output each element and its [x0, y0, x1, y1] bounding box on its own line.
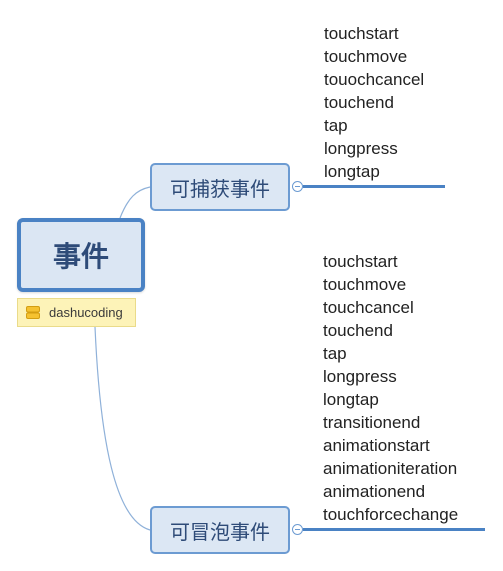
branch-node-capture-events[interactable]: 可捕获事件 — [150, 163, 290, 211]
tag-label: dashucoding — [49, 305, 123, 320]
branch-label: 可冒泡事件 — [170, 519, 270, 544]
branch-label: 可捕获事件 — [170, 176, 270, 201]
leaf-item[interactable]: animationend — [323, 482, 426, 501]
leaf-item[interactable]: tap — [323, 344, 347, 363]
leaf-item[interactable]: touchend — [323, 321, 393, 340]
leaf-list-bubble-events: touchstart touchmove touchcancel touchen… — [323, 250, 458, 526]
leaf-item[interactable]: touchend — [324, 93, 394, 112]
leaf-item[interactable]: longpress — [324, 139, 398, 158]
leaf-list-capture-events: touchstart touchmove touochcancel touche… — [324, 22, 424, 183]
collapse-toggle-icon[interactable] — [292, 181, 303, 192]
leaf-item[interactable]: tap — [324, 116, 348, 135]
branch-node-bubble-events[interactable]: 可冒泡事件 — [150, 506, 290, 554]
leaf-item[interactable]: touchstart — [324, 24, 399, 43]
leaf-item[interactable]: longpress — [323, 367, 397, 386]
connector-root-to-branch-2 — [94, 326, 151, 531]
collapse-toggle-icon[interactable] — [292, 524, 303, 535]
leaf-item[interactable]: longtap — [323, 390, 379, 409]
leaf-item[interactable]: touchmove — [324, 47, 408, 66]
leaf-item[interactable]: touchforcechange — [323, 505, 459, 524]
root-tag[interactable]: dashucoding — [17, 298, 136, 327]
leaf-item[interactable]: touochcancel — [324, 70, 425, 89]
leaf-item[interactable]: animationiteration — [323, 459, 458, 478]
leaf-item[interactable]: touchmove — [323, 275, 407, 294]
leaf-item[interactable]: animationstart — [323, 436, 430, 455]
leaf-item[interactable]: touchstart — [323, 252, 398, 271]
server-icon — [26, 306, 40, 319]
root-node[interactable]: 事件 — [17, 218, 145, 292]
leaf-item[interactable]: transitionend — [323, 413, 421, 432]
leaf-item[interactable]: longtap — [324, 162, 380, 181]
leaf-item[interactable]: touchcancel — [323, 298, 414, 317]
connector-root-to-branch-1 — [119, 186, 151, 219]
root-label: 事件 — [52, 240, 109, 273]
